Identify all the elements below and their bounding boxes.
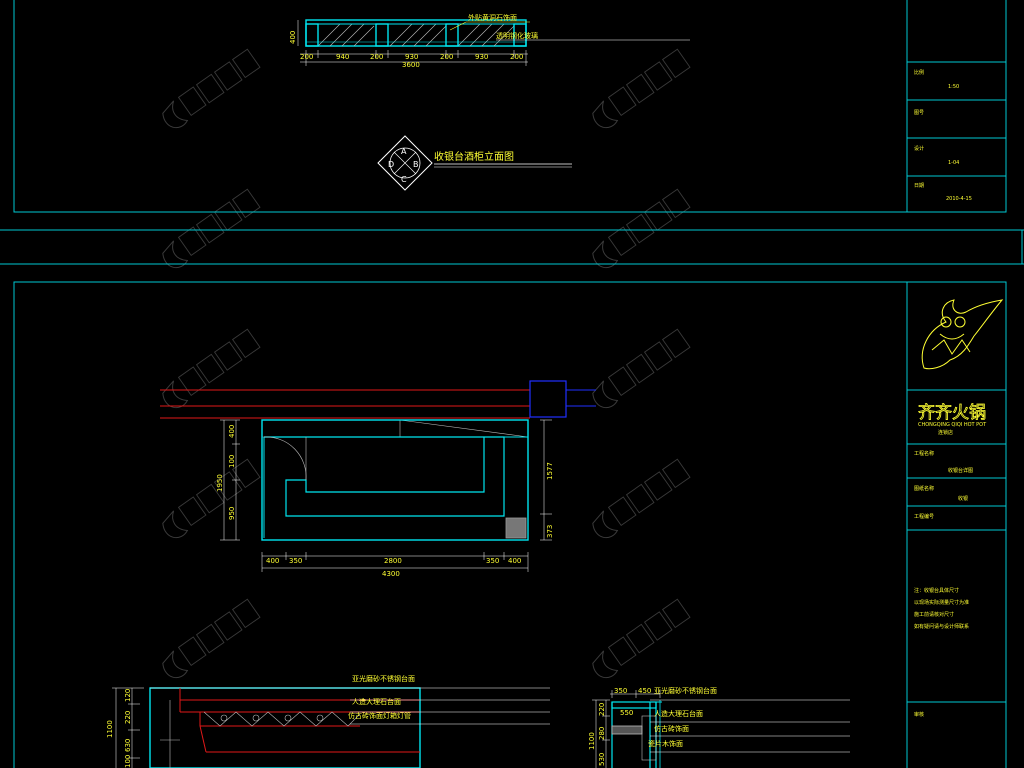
tb-note-2: 以现场实际测量尺寸为准 bbox=[914, 599, 969, 606]
watermark-logo bbox=[592, 188, 691, 269]
section-dim-left-3: 530 bbox=[598, 753, 606, 766]
label-glass: 透明钢化玻璃 bbox=[496, 31, 538, 40]
tb-bottom-label-1: 工程名称 bbox=[914, 450, 934, 457]
label-outer-finish: 外贴黄洞石饰面 bbox=[468, 13, 517, 22]
elev-dim-3: 630 bbox=[124, 739, 132, 752]
dim-top-7: 200 bbox=[510, 53, 523, 61]
elev-dim-total: 1100 bbox=[106, 720, 114, 738]
plan-dim-left-total: 1950 bbox=[216, 474, 224, 492]
tb-top-label-3: 设计 bbox=[914, 145, 924, 152]
plan-dim-4: 350 bbox=[486, 557, 499, 565]
service-lines bbox=[160, 380, 596, 419]
elev-dim-2: 220 bbox=[124, 711, 132, 724]
section-label-1: 亚光磨砂不锈钢台面 bbox=[654, 686, 717, 695]
symbol-letter-b: B bbox=[413, 160, 419, 169]
dim-top-5: 200 bbox=[440, 53, 453, 61]
tb-top-label-2: 图号 bbox=[914, 110, 924, 116]
watermark-logo bbox=[592, 328, 691, 409]
tb-note-4: 如有疑问请与设计师联系 bbox=[914, 623, 969, 630]
symbol-letter-a: A bbox=[401, 147, 407, 156]
section-dim-left-1: 220 bbox=[598, 703, 606, 716]
symbol-letter-d: D bbox=[388, 160, 394, 169]
dim-top-1: 200 bbox=[300, 53, 313, 61]
section-label-4: 瓷片木饰面 bbox=[648, 739, 683, 748]
section-label-2: 人造大理石台面 bbox=[654, 709, 703, 718]
section-dim-top-2: 450 bbox=[638, 687, 651, 695]
counter-plan-strip bbox=[305, 19, 527, 47]
dim-top-2: 940 bbox=[336, 53, 349, 61]
dim-chain-top-plan bbox=[300, 50, 528, 66]
section-label-3: 仿古砖饰面 bbox=[654, 724, 689, 733]
tb-top-label-1: 比例 bbox=[914, 69, 924, 76]
watermark-logo bbox=[592, 458, 691, 539]
sheet-top: 比例 1:50 图号 设计 1-04 日期 2010-4-15 bbox=[13, 0, 1007, 213]
plan-dim-left-3: 950 bbox=[228, 507, 236, 520]
section-dim-left-2: 280 bbox=[598, 727, 606, 740]
counter-elevation bbox=[149, 687, 550, 768]
plan-dim-5: 400 bbox=[508, 557, 521, 565]
tb-bottom-label-2: 图纸名称 bbox=[914, 485, 934, 492]
elev-dim-1: 120 bbox=[124, 689, 132, 702]
plan-sink bbox=[505, 517, 527, 539]
plan-dim-left-1: 400 bbox=[228, 425, 236, 438]
elev-label-2: 人造大理石台面 bbox=[352, 697, 401, 706]
symbol-letter-c: C bbox=[401, 175, 407, 184]
tb-bottom-value-1: 收银台详图 bbox=[948, 467, 973, 474]
elevation-title: 收银台酒柜立面图 bbox=[434, 150, 514, 163]
dim-top-3: 200 bbox=[370, 53, 383, 61]
elev-dim-4: 100 bbox=[124, 755, 132, 768]
plan-dim-right-2: 373 bbox=[546, 525, 554, 538]
watermark-logo bbox=[162, 458, 261, 539]
elev-label-3: 仿古砖饰面灯箱灯管 bbox=[348, 711, 411, 720]
elev-label-1: 亚光磨砂不锈钢台面 bbox=[352, 674, 415, 683]
dim-top-4: 930 bbox=[405, 53, 418, 61]
tb-top-label-4: 日期 bbox=[914, 183, 924, 189]
watermark-logo bbox=[162, 328, 261, 409]
tb-top-value-3: 1-04 bbox=[948, 160, 959, 166]
plan-dim-2: 350 bbox=[289, 557, 302, 565]
tb-note-3: 施工前请核对尺寸 bbox=[914, 611, 954, 618]
tb-footer-label: 审核 bbox=[914, 711, 924, 718]
plan-dim-1: 400 bbox=[266, 557, 279, 565]
watermark-logo bbox=[162, 48, 261, 129]
watermark-logo bbox=[592, 598, 691, 679]
brand-name: 齐齐火锅 bbox=[918, 403, 986, 423]
sheet-bottom: 齐齐火锅 CHONGQING QIQI HOT POT 连锁店 工程名称 收银台… bbox=[13, 281, 1007, 768]
column-box bbox=[529, 380, 567, 418]
elevation-symbol: A B C D bbox=[377, 135, 433, 191]
watermark-logo bbox=[162, 188, 261, 269]
sheet-top-frame bbox=[13, 0, 1007, 213]
dim-top-left: 400 bbox=[289, 31, 297, 44]
plan-dim-right-1: 1577 bbox=[546, 462, 554, 480]
plan-dim-3: 2800 bbox=[384, 557, 402, 565]
brand-logo bbox=[921, 299, 1004, 370]
brand-sub: CHONGQING QIQI HOT POT bbox=[918, 422, 987, 428]
section-dim-top-1: 350 bbox=[614, 687, 627, 695]
watermark-logo bbox=[162, 598, 261, 679]
dim-top-total: 3600 bbox=[402, 61, 420, 69]
plan-dim-total: 4300 bbox=[382, 570, 400, 578]
section-dim-total: 1100 bbox=[588, 732, 596, 750]
plan-dim-left-2: 100 bbox=[228, 455, 236, 468]
dim-top-6: 930 bbox=[475, 53, 488, 61]
watermark-layer bbox=[162, 48, 691, 679]
counter-plan bbox=[261, 419, 529, 541]
tb-bottom-value-2: 收银 bbox=[958, 495, 968, 502]
tb-top-value-1: 1:50 bbox=[948, 84, 959, 90]
sheet-bottom-frame bbox=[13, 281, 1007, 768]
section-dim-inner: 550 bbox=[620, 709, 633, 717]
tb-top-value-4: 2010-4-15 bbox=[946, 196, 972, 202]
brand-tag: 连锁店 bbox=[938, 429, 953, 436]
tb-bottom-label-3: 工程编号 bbox=[914, 513, 934, 520]
watermark-logo bbox=[592, 48, 691, 129]
tb-note-1: 注：收银台具体尺寸 bbox=[914, 587, 959, 594]
counter-section bbox=[611, 700, 662, 768]
